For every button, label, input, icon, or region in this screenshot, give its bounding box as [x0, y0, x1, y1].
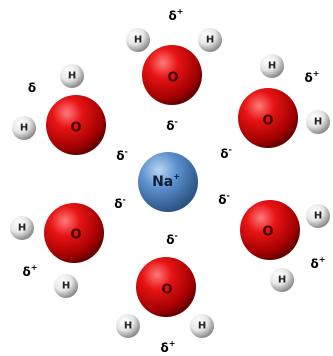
partial-positive-charge-top: δ+: [169, 7, 184, 24]
hydrogen-label: H: [268, 61, 276, 72]
hydrogen-label: H: [278, 275, 286, 286]
hydrogen-atom: [116, 314, 140, 338]
partial-positive-charges: δ+ δ+ δ+ δ+ δ+: [23, 7, 326, 356]
hydrogen-label: H: [198, 321, 206, 332]
oxygen-label: O: [262, 114, 273, 129]
partial-positive-charge-lower-right: δ+: [311, 255, 326, 272]
partial-negative-charge-left-upper: δ-: [116, 147, 128, 164]
partial-negative-charge-left-lower: δ-: [114, 195, 126, 212]
hydrogen-label: H: [68, 71, 76, 82]
water-molecule-upper-right: H H O: [238, 54, 330, 148]
sodium-label: Na+: [152, 172, 180, 191]
partial-positive-charge-lower-left: δ+: [23, 263, 38, 280]
water-molecule-lower-right: H H O: [240, 200, 330, 292]
oxygen-atom: [46, 95, 106, 155]
hydrogen-label: H: [20, 123, 28, 134]
water-molecule-top: H H O: [126, 28, 222, 105]
hydrogen-label: H: [314, 117, 322, 128]
oxygen-label: O: [262, 225, 273, 240]
hydrogen-atom: [54, 274, 78, 298]
sodium-atom: [138, 152, 198, 212]
partial-negative-charge-right-lower: δ-: [218, 191, 230, 208]
partial-negative-charge-right-upper: δ-: [220, 145, 232, 162]
hydrogen-label: H: [134, 35, 142, 46]
oxygen-atom: [136, 257, 196, 317]
hydrogen-label: H: [206, 35, 214, 46]
oxygen-atom: [240, 200, 300, 260]
sodium-charge: +: [173, 172, 180, 181]
partial-negative-charge-bottom: δ-: [166, 231, 178, 248]
hydrogen-atom: [10, 216, 34, 240]
hydrogen-label: H: [314, 211, 322, 222]
oxygen-atom: [238, 88, 298, 148]
partial-charge-upper-left: δ: [28, 81, 36, 95]
partial-positive-charge-bottom: δ+: [161, 339, 176, 356]
water-molecule-upper-left: H H O: [12, 64, 106, 155]
hydrogen-atom: [126, 28, 150, 52]
hydrogen-atom: [306, 204, 330, 228]
hydrogen-atom: [190, 314, 214, 338]
oxygen-label: O: [70, 121, 81, 136]
hydrogen-atom: [260, 54, 284, 78]
hydrogen-atom: [306, 110, 330, 134]
partial-positive-charge-upper-right: δ+: [305, 69, 320, 86]
hydrogen-label: H: [62, 281, 70, 292]
oxygen-atom: [44, 203, 104, 263]
water-molecule-bottom: H H O: [116, 257, 214, 338]
hydrogen-label: H: [18, 223, 26, 234]
partial-negative-charges: δ- δ- δ- δ- δ- δ-: [114, 117, 232, 248]
oxygen-label: O: [70, 228, 81, 243]
hydrogen-atom: [270, 268, 294, 292]
hydrogen-atom: [60, 64, 84, 88]
oxygen-label: O: [161, 283, 172, 298]
hydrogen-label: H: [124, 321, 132, 332]
oxygen-label: O: [167, 71, 178, 86]
hydrogen-atom: [198, 28, 222, 52]
sodium-ion: Na+: [138, 152, 198, 212]
oxygen-atom: [142, 45, 202, 105]
sodium-symbol: Na: [152, 174, 173, 190]
partial-negative-charge-top: δ-: [166, 117, 178, 134]
water-molecule-lower-left: H H O: [10, 203, 104, 298]
hydrogen-atom: [12, 116, 36, 140]
